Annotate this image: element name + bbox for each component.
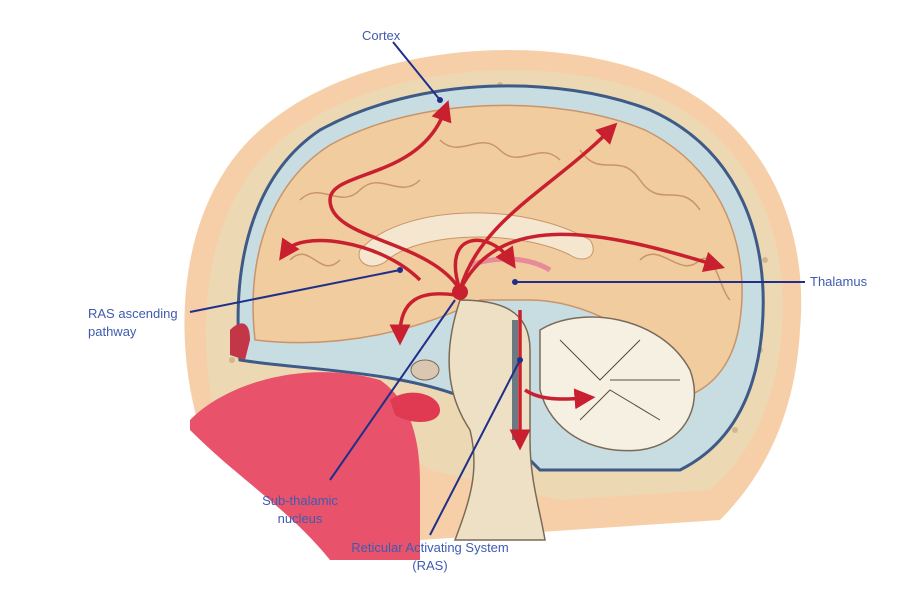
label-thalamus: Thalamus	[810, 274, 868, 289]
leader-lines	[189, 41, 805, 536]
subthalamic-nucleus-dot	[452, 284, 468, 300]
label-subthalamic-nucleus: Sub-thalamic nucleus	[245, 492, 355, 528]
label-reticular-activating-system: Reticular Activating System (RAS)	[330, 539, 530, 575]
ras-arrows	[279, 100, 726, 451]
label-line: nucleus	[277, 511, 323, 526]
cerebellum-folia	[559, 339, 680, 421]
pituitary	[410, 359, 440, 381]
nasal	[390, 392, 440, 422]
label-line: Reticular Activating System	[351, 540, 509, 555]
label-line: (RAS)	[412, 558, 448, 573]
oral-cavity	[190, 372, 420, 560]
sinus	[230, 323, 250, 360]
label-ras-ascending-pathway: RAS ascending pathway	[88, 305, 178, 341]
label-line: RAS ascending	[88, 306, 178, 321]
label-cortex: Cortex	[362, 28, 401, 43]
label-line: Sub-thalamic	[262, 493, 338, 508]
label-line: pathway	[88, 324, 137, 339]
leader-dots	[397, 97, 523, 363]
corpus-callosum	[358, 212, 594, 267]
